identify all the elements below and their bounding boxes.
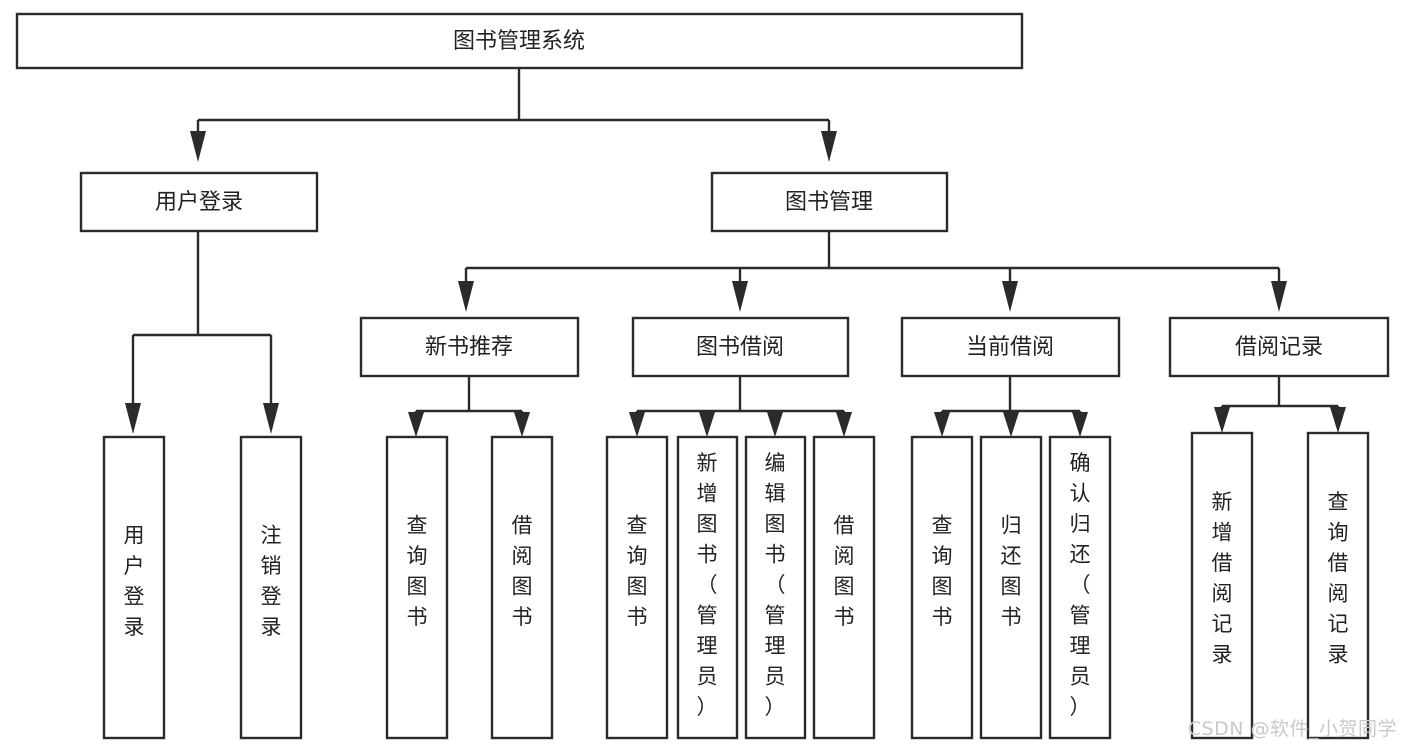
leaf-add-book[interactable]: 新增图书（管理员） (676, 435, 739, 740)
arrow-to-leaf-add-record (1214, 407, 1230, 433)
leaf-query-book-current-label: 查询图书 (932, 513, 953, 629)
arrow-to-leaf-edit-book (767, 412, 783, 437)
book-borrow-label: 图书借阅 (696, 335, 784, 360)
leaf-query-book-borrow-box[interactable] (605, 435, 669, 740)
book-manage-label: 图书管理 (785, 190, 873, 215)
leaf-query-book-recommend-label: 查询图书 (407, 513, 428, 629)
leaf-return-book-label: 归还图书 (1001, 513, 1022, 629)
arrow-to-user-login (190, 131, 206, 162)
new-book-recommend-label: 新书推荐 (425, 335, 513, 360)
leaf-return-book-box[interactable] (979, 435, 1043, 740)
leaf-query-book-recommend[interactable]: 查询图书 (385, 435, 449, 740)
connector-layer (125, 68, 1346, 437)
leaf-user-login-box[interactable] (102, 435, 166, 740)
root-box[interactable] (15, 12, 1024, 70)
arrow-to-current-borrow (1002, 281, 1018, 312)
book-borrow-box[interactable] (631, 316, 850, 378)
arrow-to-leaf-query-book-2 (629, 412, 645, 437)
leaf-edit-book[interactable]: 编辑图书（管理员） (744, 435, 807, 740)
arrow-to-book-borrow (732, 281, 748, 312)
leaf-query-borrow-record-label: 查询借阅记录 (1328, 490, 1349, 667)
root-label: 图书管理系统 (453, 29, 585, 54)
user-login-box[interactable] (79, 171, 319, 233)
leaf-query-borrow-record[interactable]: 查询借阅记录 (1306, 431, 1370, 740)
leaf-logout-label: 注销登录 (261, 523, 282, 639)
leaf-return-book[interactable]: 归还图书 (979, 435, 1043, 740)
arrow-to-leaf-query-book-1 (408, 412, 424, 437)
leaf-edit-book-box[interactable] (744, 435, 807, 740)
node-new-book-recommend[interactable]: 新书推荐 (359, 316, 580, 378)
leaf-confirm-return-box[interactable] (1048, 435, 1112, 740)
node-current-borrow[interactable]: 当前借阅 (900, 316, 1121, 378)
node-user-login[interactable]: 用户登录 (79, 171, 319, 233)
leaf-borrow-book-recommend-box[interactable] (490, 435, 554, 740)
leaf-add-book-label: 新增图书（管理员） (697, 451, 718, 719)
arrow-to-new-book-recommend (458, 281, 474, 312)
leaf-confirm-return-label: 确认归还（管理员） (1070, 451, 1091, 719)
leaf-add-book-box[interactable] (676, 435, 739, 740)
leaf-borrow-book-recommend[interactable]: 借阅图书 (490, 435, 554, 740)
current-borrow-label: 当前借阅 (966, 335, 1054, 360)
leaf-borrow-book-borrow-box[interactable] (812, 435, 876, 740)
node-root[interactable]: 图书管理系统 (15, 12, 1024, 70)
node-book-manage[interactable]: 图书管理 (710, 171, 949, 233)
arrow-to-leaf-query-record (1330, 407, 1346, 433)
leaf-query-book-current[interactable]: 查询图书 (910, 435, 974, 740)
node-borrow-record[interactable]: 借阅记录 (1168, 316, 1390, 378)
leaf-confirm-return[interactable]: 确认归还（管理员） (1048, 435, 1112, 740)
leaf-add-borrow-record-box[interactable] (1190, 431, 1254, 740)
book-manage-box[interactable] (710, 171, 949, 233)
leaf-add-borrow-record-label: 新增借阅记录 (1212, 490, 1233, 667)
leaf-query-book-recommend-box[interactable] (385, 435, 449, 740)
leaf-query-borrow-record-box[interactable] (1306, 431, 1370, 740)
user-login-label: 用户登录 (155, 190, 243, 215)
node-book-borrow[interactable]: 图书借阅 (631, 316, 850, 378)
arrow-to-borrow-record (1271, 281, 1287, 312)
new-book-recommend-box[interactable] (359, 316, 580, 378)
borrow-record-label: 借阅记录 (1235, 335, 1323, 360)
arrow-to-leaf-borrow-book-1 (514, 412, 530, 437)
arrow-to-leaf-user-login (125, 403, 141, 434)
leaf-logout[interactable]: 注销登录 (239, 435, 303, 740)
leaf-borrow-book-recommend-label: 借阅图书 (512, 513, 533, 629)
borrow-record-box[interactable] (1168, 316, 1390, 378)
leaf-query-book-current-box[interactable] (910, 435, 974, 740)
arrow-to-leaf-confirm-return (1072, 412, 1088, 437)
leaf-user-login-label: 用户登录 (124, 523, 145, 639)
leaf-logout-box[interactable] (239, 435, 303, 740)
leaf-borrow-book-borrow-label: 借阅图书 (834, 513, 855, 629)
leaf-query-book-borrow-label: 查询图书 (627, 513, 648, 629)
leaf-edit-book-label: 编辑图书（管理员） (765, 451, 786, 719)
arrow-to-leaf-logout (263, 403, 279, 434)
leaf-add-borrow-record[interactable]: 新增借阅记录 (1190, 431, 1254, 740)
arrow-to-leaf-add-book (699, 412, 715, 437)
arrow-to-book-manage (821, 131, 837, 162)
leaf-borrow-book-borrow[interactable]: 借阅图书 (812, 435, 876, 740)
arrow-to-leaf-borrow-book-2 (836, 412, 852, 437)
arrow-to-leaf-query-book-3 (934, 412, 950, 437)
leaf-query-book-borrow[interactable]: 查询图书 (605, 435, 669, 740)
leaf-user-login[interactable]: 用户登录 (102, 435, 166, 740)
current-borrow-box[interactable] (900, 316, 1121, 378)
arrow-to-leaf-return-book (1003, 412, 1019, 437)
